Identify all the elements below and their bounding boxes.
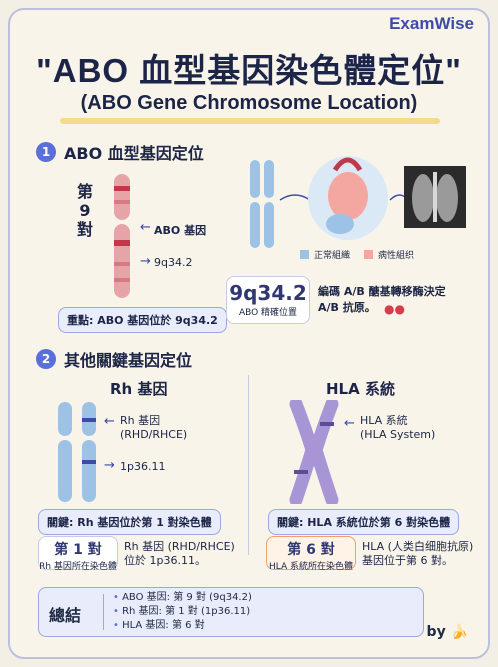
rh-heading: Rh 基因 [110,380,168,398]
rh-locus-arrow-icon: → [104,458,115,473]
chromosome9-label: 第 9 對 [76,182,93,239]
section1-key-point: 重點: ABO 基因位於 9q34.2 [58,307,227,333]
arrow-right-icon: → [140,254,151,269]
subtitle-underline [60,118,440,124]
abo-position-value: 9q34.2 [229,281,307,305]
rh-arrow-icon: ← [104,414,115,429]
rh-chromosome-caption: Rh 基因所在染色體 [39,562,117,572]
abo-note: 編碼 A/B 醣基轉移酶決定 A/B 抗原。 [318,285,446,314]
chromosome9-illustration [114,174,130,298]
legend-normal-label: 正常組織 [314,251,351,261]
section2-title: 其他關鍵基因定位 [64,351,193,370]
blood-drop-icon: ●● [384,302,405,316]
rh-key-point: 關鍵: Rh 基因位於第 1 對染色體 [38,509,221,535]
section2-number: 2 [36,349,56,369]
anatomy-illustration [250,156,466,248]
legend-disease-label: 病性組织 [378,251,415,261]
hla-note: HLA (人类白细胞抗原) 基因位于第 6 對。 [362,540,474,567]
abo-gene-label: ABO 基因 [154,224,207,237]
hla-chromosome-caption: HLA 系統所在染色體 [268,562,353,572]
hla-key-point: 關鍵: HLA 系統位於第 6 對染色體 [268,509,460,535]
brand-logo: ExamWise [389,14,474,33]
section2-divider [248,375,249,555]
abo-locus-label: 9q34.2 [154,256,193,269]
section2-header: 2 其他關鍵基因定位 [36,347,192,371]
summary-title: 總結 [49,606,82,625]
legend-normal-swatch [300,250,309,259]
section1-title: ABO 血型基因定位 [64,144,204,163]
hla-chromosome-box: 第 6 對 HLA 系統所在染色體 [266,536,356,572]
rh-gene-label: Rh 基因 (RHD/RHCE) [120,414,188,441]
chromosome6-illustration [289,400,339,504]
section1-header: 1 ABO 血型基因定位 [36,140,204,164]
summary-item-rh: Rh 基因: 第 1 對 (1p36.11) [113,605,252,619]
rh-locus-label: 1p36.11 [120,460,166,473]
footer-credit: by 🍌 [426,624,468,640]
rh-chromosome-box: 第 1 對 Rh 基因所在染色體 [38,536,118,572]
legend-normal: 正常組織 [300,248,350,261]
section1-number: 1 [36,142,56,162]
summary-list: ABO 基因: 第 9 對 (9q34.2) Rh 基因: 第 1 對 (1p3… [113,591,252,633]
abo-position-caption: ABO 精確位置 [238,308,298,318]
arrow-left-icon: ← [140,220,151,235]
summary-item-abo: ABO 基因: 第 9 對 (9q34.2) [113,591,252,605]
page-title: "ABO 血型基因染色體定位" [36,52,462,89]
rh-note: Rh 基因 (RHD/RHCE) 位於 1p36.11。 [124,540,235,567]
legend-disease-swatch [364,250,373,259]
page-subtitle: (ABO Gene Chromosome Location) [80,92,418,114]
hla-arrow-icon: ← [344,416,355,431]
abo-position-box: 9q34.2 ABO 精確位置 [226,276,310,324]
hla-heading: HLA 系統 [326,380,395,398]
summary-item-hla: HLA 基因: 第 6 對 [113,619,252,633]
hla-gene-label: HLA 系統 (HLA System) [360,414,436,441]
rh-chromosome-value: 第 1 對 [54,542,102,558]
summary-box: 總結 ABO 基因: 第 9 對 (9q34.2) Rh 基因: 第 1 對 (… [38,587,424,637]
legend-disease: 病性組织 [364,248,414,261]
chromosome1-illustration [58,402,96,502]
hla-chromosome-value: 第 6 對 [287,542,335,558]
summary-separator [103,594,104,630]
